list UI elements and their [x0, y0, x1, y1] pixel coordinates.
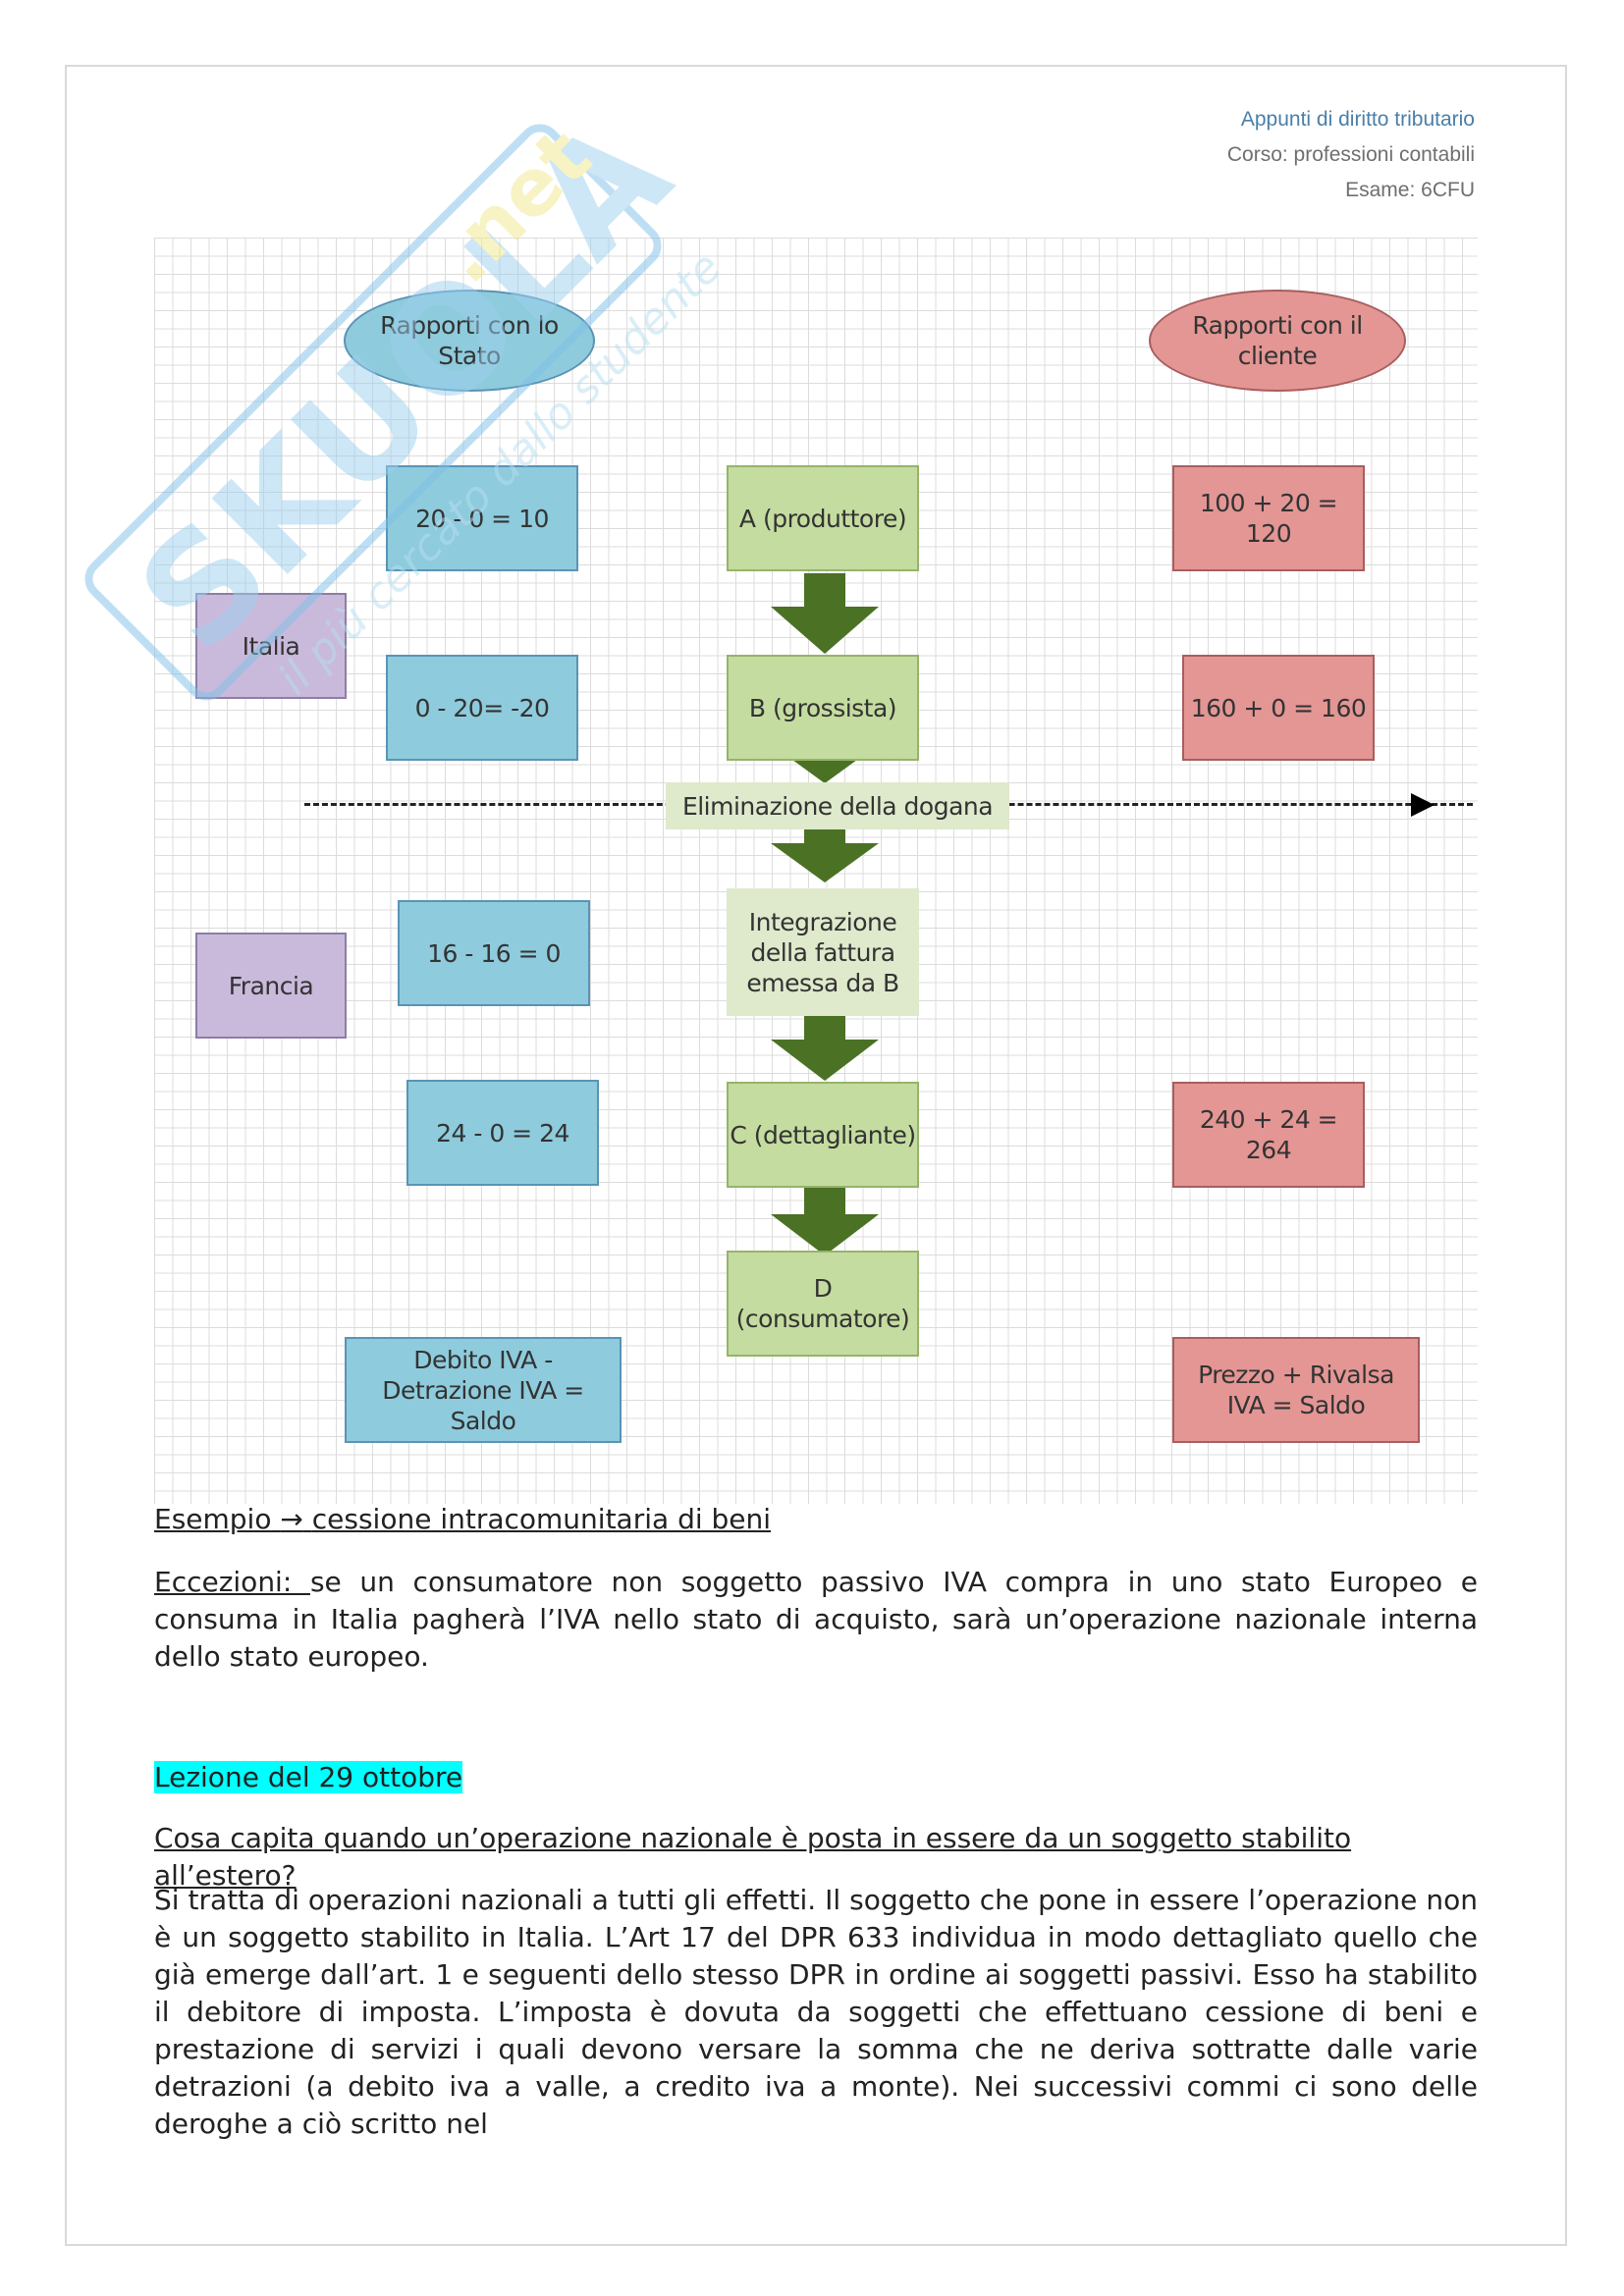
iva-flow-diagram: Rapporti con lo Stato Rapporti con il cl…: [154, 238, 1478, 1504]
stato-box-francia: 16 - 16 = 0: [398, 900, 590, 1006]
esempio-label: Esempio: [154, 1503, 272, 1535]
eccezioni-body: se un consumatore non soggetto passivo I…: [154, 1566, 1478, 1673]
integration-box: Integrazione della fattura emessa da B: [727, 888, 919, 1016]
ellipse-rapporti-stato: Rapporti con lo Stato: [344, 290, 595, 392]
node-c-dettagliante: C (dettagliante): [727, 1082, 919, 1188]
stato-box-b: 0 - 20= -20: [386, 655, 578, 761]
ellipse-rapporti-cliente: Rapporti con il cliente: [1149, 290, 1406, 392]
header-course-notes: Appunti di diritto tributario: [1240, 108, 1475, 131]
country-francia: Francia: [195, 933, 347, 1039]
page-border: [65, 65, 1567, 2246]
right-arrow-icon: →: [280, 1503, 303, 1535]
main-paragraph: Si tratta di operazioni nazionali a tutt…: [154, 1884, 1478, 2140]
lezione-heading: Lezione del 29 ottobre: [154, 1759, 1478, 1796]
question-line: Cosa capita quando un’operazione naziona…: [154, 1820, 1478, 1895]
eccezioni-label: Eccezioni:: [154, 1566, 310, 1598]
node-d-consumatore: D (consumatore): [727, 1251, 919, 1357]
question-text: Cosa capita quando un’operazione naziona…: [154, 1822, 1352, 1892]
lezione-date: Lezione del 29 ottobre: [154, 1761, 463, 1793]
page-header: Appunti di diritto tributario Corso: pro…: [1227, 102, 1475, 208]
cliente-box-c: 240 + 24 = 264: [1172, 1082, 1365, 1188]
header-course: Corso: professioni contabili: [1226, 143, 1475, 166]
esempio-line: Esempio → cessione intracomunitaria di b…: [154, 1501, 1478, 1538]
eccezioni-paragraph: Eccezioni: se un consumatore non soggett…: [154, 1564, 1478, 1676]
node-a-produttore: A (produttore): [727, 465, 919, 571]
stato-formula-box: Debito IVA - Detrazione IVA = Saldo: [345, 1337, 622, 1443]
stato-box-a: 20 - 0 = 10: [386, 465, 578, 571]
node-b-grossista: B (grossista): [727, 655, 919, 761]
stato-box-c: 24 - 0 = 24: [406, 1080, 599, 1186]
cliente-formula-box: Prezzo + Rivalsa IVA = Saldo: [1172, 1337, 1420, 1443]
esempio-text: cessione intracomunitaria di beni: [311, 1503, 772, 1535]
header-exam: Esame: 6CFU: [1345, 179, 1475, 201]
customs-label: Eliminazione della dogana: [666, 782, 1009, 829]
country-italia: Italia: [195, 593, 347, 699]
customs-arrowhead: [1411, 793, 1435, 817]
cliente-box-b: 160 + 0 = 160: [1182, 655, 1375, 761]
cliente-box-a: 100 + 20 = 120: [1172, 465, 1365, 571]
